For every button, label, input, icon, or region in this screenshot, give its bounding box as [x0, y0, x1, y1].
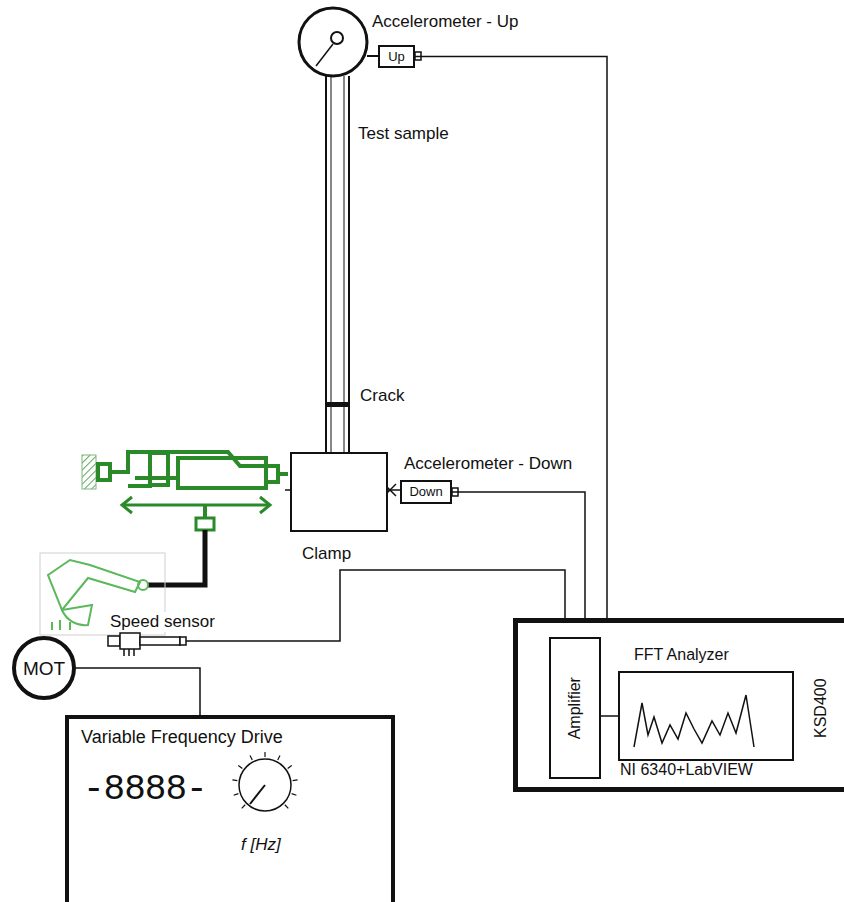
- text-label: Variable Frequency Drive: [81, 727, 283, 747]
- text-label: NI 6340+LabVIEW: [620, 761, 753, 778]
- text-label: Down: [409, 484, 442, 499]
- node-title: Amplifier: [551, 639, 599, 777]
- node-title: Down: [402, 485, 450, 500]
- motor-symbol: MOT: [12, 636, 76, 700]
- text-label: -8888-: [83, 769, 207, 810]
- drive-panel: Variable Frequency Drive -8888- f [Hz]: [65, 715, 395, 902]
- text-label: KSD400: [812, 678, 830, 738]
- speed-sensor: [108, 633, 186, 656]
- text-label: Amplifier: [566, 677, 584, 739]
- analyzer-unit: NI 6340+LabVIEW KSD400 Amplifier FFT Analyz…: [513, 618, 844, 792]
- amplifier-box: Amplifier: [549, 637, 601, 779]
- node-title: Variable Frequency Drive: [81, 727, 283, 748]
- shaker-actuator: [82, 452, 288, 530]
- spectrum-trace: [620, 673, 792, 759]
- text-label: FFT Analyzer: [634, 646, 729, 663]
- node-text: f [Hz]: [241, 835, 281, 855]
- clamp-box: Clamp: [290, 452, 388, 532]
- node-title: MOT: [16, 658, 72, 680]
- sensor-box: Up: [378, 45, 415, 68]
- part-label: Accelerometer - Down: [402, 454, 574, 474]
- text-label: f [Hz]: [241, 835, 281, 854]
- part-label: Accelerometer - Up: [370, 12, 520, 32]
- node-text: -8888-: [83, 769, 207, 810]
- fft-display: FFT Analyzer: [618, 671, 794, 761]
- frequency-dial: [232, 752, 297, 811]
- drive-rod: [148, 530, 205, 585]
- node-text: KSD400: [801, 663, 841, 753]
- test-sample-rod: [326, 76, 349, 452]
- text-label: Up: [388, 49, 405, 64]
- signal-wire: [601, 715, 618, 717]
- sensor-box: Down: [400, 480, 452, 504]
- part-label: Crack: [358, 386, 406, 406]
- node-title: Up: [380, 50, 413, 65]
- part-label: Speed sensor: [108, 612, 217, 632]
- node-title: FFT Analyzer: [634, 646, 729, 664]
- signal-wire: [76, 668, 200, 715]
- node-title: NI 6340+LabVIEW: [620, 761, 753, 779]
- text-label: MOT: [23, 658, 65, 679]
- signal-wire: [452, 492, 585, 618]
- speed-signal-wire: [186, 570, 565, 641]
- text-label: Clamp: [302, 544, 351, 563]
- node-title: Clamp: [300, 544, 353, 564]
- part-label: Test sample: [356, 124, 451, 144]
